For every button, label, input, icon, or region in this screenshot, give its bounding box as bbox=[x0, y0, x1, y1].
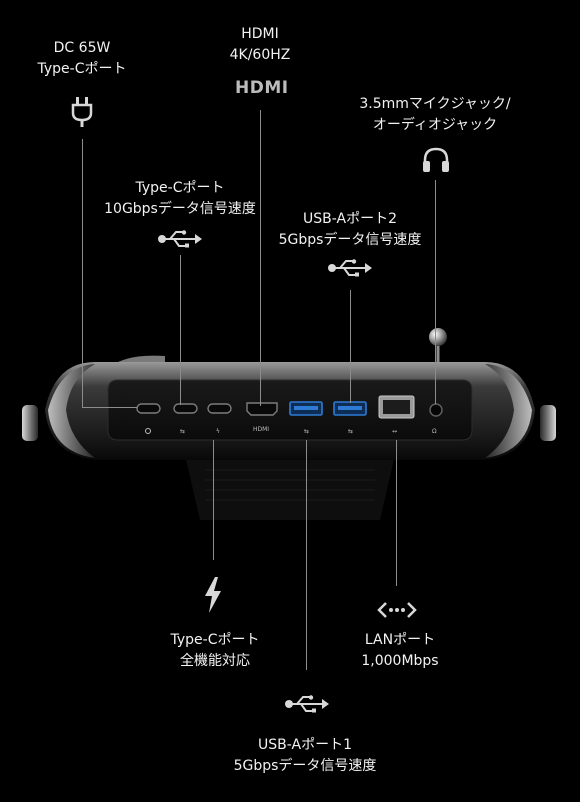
usb-icon bbox=[328, 259, 372, 277]
svg-text:⇆: ⇆ bbox=[180, 428, 185, 435]
plug-icon bbox=[71, 97, 93, 127]
leader-lan bbox=[396, 440, 397, 586]
svg-text:ϟ: ϟ bbox=[216, 428, 220, 435]
label-typec-full: Type-Cポート 全機能対応 bbox=[170, 632, 260, 669]
leader-dc-power-h bbox=[82, 407, 137, 408]
hdmi-port-mark: HDMI bbox=[253, 426, 270, 433]
label-lan: LANポート 1,000Mbps bbox=[361, 632, 439, 669]
leader-typec-full bbox=[213, 440, 214, 560]
headphones-icon bbox=[423, 147, 449, 172]
svg-text:⇆: ⇆ bbox=[348, 428, 353, 435]
leader-usba1 bbox=[306, 440, 307, 670]
usb-icon bbox=[285, 695, 329, 713]
lightning-icon bbox=[205, 577, 221, 613]
leader-dc-power bbox=[82, 139, 83, 408]
leader-usba2 bbox=[350, 290, 351, 403]
svg-text:⇆: ⇆ bbox=[304, 428, 309, 435]
label-dc-power: DC 65W Type-Cポート bbox=[37, 40, 127, 77]
hdmi-logo: HDMI bbox=[235, 78, 289, 98]
label-audio: 3.5mmマイクジャック/ オーディオジャック bbox=[359, 96, 511, 133]
label-usba2: USB-Aポート2 5Gbpsデータ信号速度 bbox=[278, 211, 422, 248]
label-usba1: USB-Aポート1 5Gbpsデータ信号速度 bbox=[233, 737, 377, 774]
leader-audio bbox=[435, 180, 436, 404]
usb-icon bbox=[158, 230, 202, 248]
svg-text:↔: ↔ bbox=[392, 428, 397, 435]
svg-text:Ω: Ω bbox=[432, 428, 437, 435]
label-hdmi: HDMI 4K/60HZ bbox=[229, 26, 291, 63]
label-typec-data: Type-Cポート 10Gbpsデータ信号速度 bbox=[104, 180, 256, 217]
leader-hdmi bbox=[260, 110, 261, 406]
network-arrows-icon bbox=[377, 602, 417, 618]
leader-typec-data bbox=[180, 255, 181, 405]
